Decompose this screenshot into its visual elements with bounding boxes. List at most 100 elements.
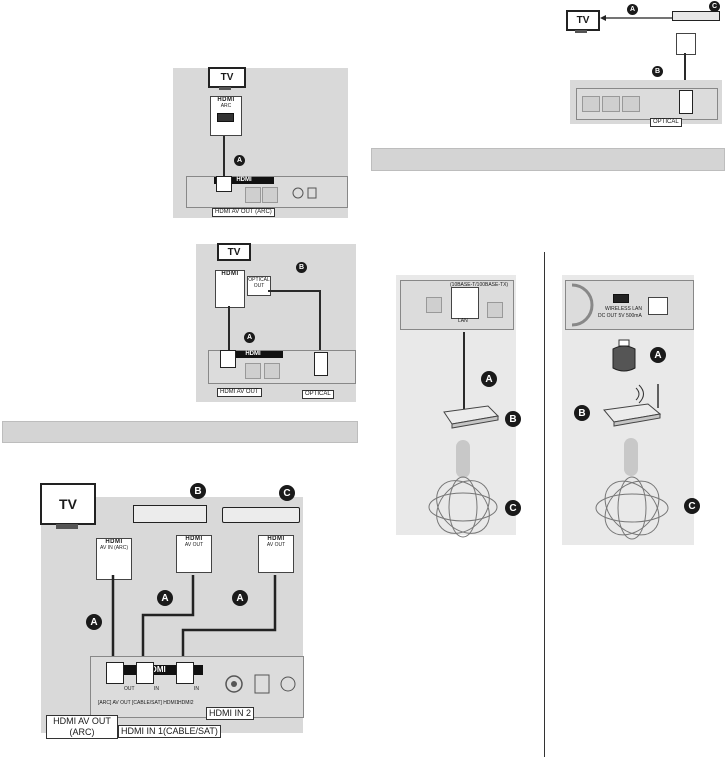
rear-hdmi-strip: HDMI	[214, 177, 274, 184]
tv-hdmi-port: HDMI AV IN (ARC)	[96, 538, 132, 580]
hdmi-plug	[176, 662, 194, 684]
optical-cable	[684, 53, 686, 91]
rear-connectors	[225, 674, 296, 694]
device-b	[133, 505, 207, 523]
rear-hdmi2-text: HDMI2	[178, 700, 194, 706]
label-optical: OPTICAL	[650, 118, 682, 127]
hdmi-plug	[136, 662, 154, 684]
badge-a: A	[650, 347, 666, 363]
label-hdmi-av-out: HDMI AV OUT	[217, 388, 262, 397]
hdmi-cable	[223, 136, 225, 176]
tv-stand	[575, 30, 587, 33]
fan-vent	[571, 283, 594, 327]
hdmi-plug	[106, 662, 124, 684]
hdmi-plug	[220, 350, 236, 368]
vent	[262, 187, 278, 203]
tv-icon: TV	[208, 67, 246, 88]
label-optical: OPTICAL	[302, 390, 334, 399]
badge-c: C	[505, 500, 521, 516]
connection-bar	[624, 438, 638, 476]
rear-arc-text: [ARC] AV OUT	[98, 700, 131, 706]
hdmi-logo: HDMI	[267, 536, 285, 542]
optical-plug	[679, 90, 693, 114]
port-text: AV OUT	[266, 542, 286, 548]
rear-hdmi-strip: HDMI	[223, 351, 283, 358]
optical-plug	[314, 352, 328, 376]
internet-globe	[428, 476, 498, 538]
rca-sockets	[292, 187, 317, 199]
device-optical-port	[676, 33, 696, 55]
column-divider	[544, 252, 545, 757]
vent	[487, 302, 503, 318]
vent	[622, 96, 640, 112]
optical-cable-h	[268, 290, 320, 292]
vent	[602, 96, 620, 112]
badge-a: A	[86, 614, 102, 630]
tv-icon: TV	[40, 483, 96, 525]
section-header-bar	[2, 421, 358, 443]
rear-out-text: OUT	[124, 686, 135, 692]
device-c	[672, 11, 720, 21]
hdmi-logo: HDMI	[185, 536, 203, 542]
hdmi-plug	[216, 176, 232, 192]
vent	[245, 187, 261, 203]
optical-cable-v	[319, 290, 321, 350]
badge-b: B	[574, 405, 590, 421]
lan-port-text: LAN	[458, 318, 468, 324]
tv-icon: TV	[566, 10, 600, 31]
vent	[426, 297, 442, 313]
badge-a: A	[157, 590, 173, 606]
wireless-adapter	[612, 339, 636, 372]
hdmi-cables	[111, 575, 277, 665]
tv-stand	[56, 524, 78, 529]
rear-hdmi1-text: [CABLE/SAT] HDMI1	[132, 700, 179, 706]
badge-a: A	[627, 4, 638, 15]
badge-a: A	[232, 590, 248, 606]
internet-globe	[595, 476, 669, 540]
tv-hdmi-port: HDMI ARC	[210, 96, 242, 136]
wireless-router	[603, 384, 662, 427]
tv-hdmi-port: HDMI	[215, 270, 245, 308]
usb-port	[613, 294, 629, 303]
tv-optical-port: OPTICAL OUT	[247, 276, 271, 296]
label-hdmi-in-2: HDMI IN 2	[206, 707, 255, 720]
badge-b: B	[296, 262, 307, 273]
badge-b: B	[190, 483, 206, 499]
badge-a: A	[244, 332, 255, 343]
device-c	[222, 507, 300, 523]
hdmi-socket	[217, 113, 234, 122]
hdmi-logo: HDMI	[217, 97, 235, 103]
tv-icon: TV	[217, 243, 251, 261]
badge-c: C	[709, 1, 720, 12]
badge-c: C	[279, 485, 295, 501]
badge-c: C	[684, 498, 700, 514]
label-hdmi-in-1: HDMI IN 1(CABLE/SAT)	[118, 725, 221, 738]
section-header-bar	[371, 148, 725, 171]
vent	[582, 96, 600, 112]
label-hdmi-av-out-arc: HDMI AV OUT (ARC)	[212, 208, 275, 217]
router	[443, 405, 500, 429]
recorder-rear-panel	[565, 280, 694, 330]
wlan-dc-text: DC OUT 5V 500mA	[598, 313, 642, 319]
hdmi-logo: HDMI	[105, 539, 123, 545]
badge-a: A	[481, 371, 497, 387]
hdmi-logo: HDMI	[221, 271, 239, 277]
lan-spec-text: (10BASE-T/100BASE-TX)	[450, 282, 509, 288]
badge-b: B	[505, 411, 521, 427]
rear-in2-text: IN	[194, 686, 199, 692]
port-text: AV IN (ARC)	[100, 545, 128, 551]
label-hdmi-av-out-arc: HDMI AV OUT (ARC)	[46, 715, 118, 739]
device-b-hdmi-port: HDMI AV OUT	[176, 535, 212, 573]
hdmi-cable	[228, 306, 230, 352]
lan-port	[451, 287, 479, 319]
port-text: AV OUT	[184, 542, 204, 548]
rear-in1-text: IN	[154, 686, 159, 692]
port-text: ARC	[220, 103, 232, 109]
vent	[264, 363, 280, 379]
rear-hdmi-strip: HDMI	[108, 665, 203, 675]
wlan-spec-text: WIRELESS LAN	[605, 306, 642, 312]
tv-stand	[219, 87, 231, 90]
connection-bar	[456, 440, 470, 478]
badge-b: B	[652, 66, 663, 77]
lan-port	[648, 297, 668, 315]
